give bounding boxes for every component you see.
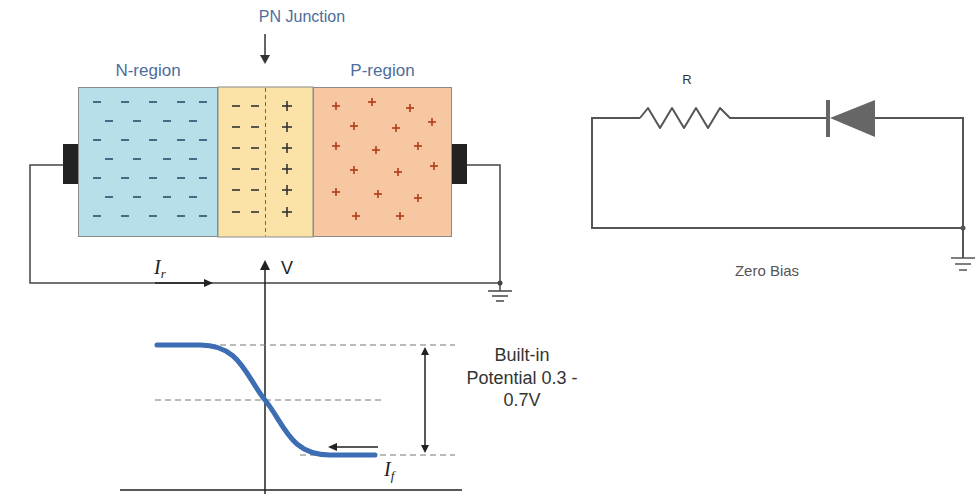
charge-symbols <box>79 88 217 236</box>
axis-head <box>260 260 270 270</box>
pointer-label: PN Junction <box>259 8 345 26</box>
circuit-caption: Zero Bias <box>735 262 799 279</box>
region-label: N-region <box>115 61 180 81</box>
current-arrow <box>155 282 205 284</box>
contact-left <box>63 144 78 184</box>
arrow-head <box>421 445 429 453</box>
guide-lines <box>155 345 455 455</box>
iv-curve <box>157 345 375 455</box>
potential-arrow <box>424 354 426 446</box>
current-label: Ir <box>154 256 166 282</box>
charge-symbols <box>314 88 451 236</box>
ground-symbol <box>488 283 512 301</box>
depletion-charges <box>232 101 292 217</box>
region-box: N-region <box>78 87 218 237</box>
wire <box>467 165 500 283</box>
diode-symbol <box>830 100 875 137</box>
region-label: P-region <box>350 61 414 81</box>
component-label: R <box>682 72 691 87</box>
region-box: P-region <box>313 87 452 237</box>
resistor-symbol <box>640 108 828 128</box>
axis-label: V <box>281 258 293 279</box>
diode-bar <box>826 100 830 137</box>
pointer-head <box>260 55 270 64</box>
wire-junction <box>961 226 966 231</box>
current-arrow <box>336 446 378 448</box>
v-axis <box>264 268 266 494</box>
circuit-wire <box>592 118 963 258</box>
junction-line <box>265 88 266 236</box>
contact-right <box>452 144 467 184</box>
current-label: If <box>384 458 394 484</box>
arrow-head <box>421 347 429 355</box>
circuit-wire <box>875 118 963 228</box>
potential-label: Built-in Potential 0.3 - 0.7V <box>466 344 578 412</box>
arrow-head <box>204 279 213 287</box>
pointer-line <box>264 34 266 56</box>
depletion-region <box>218 87 313 237</box>
ground-symbol <box>951 258 975 270</box>
arrow-head <box>328 443 337 451</box>
h-axis <box>120 489 462 491</box>
